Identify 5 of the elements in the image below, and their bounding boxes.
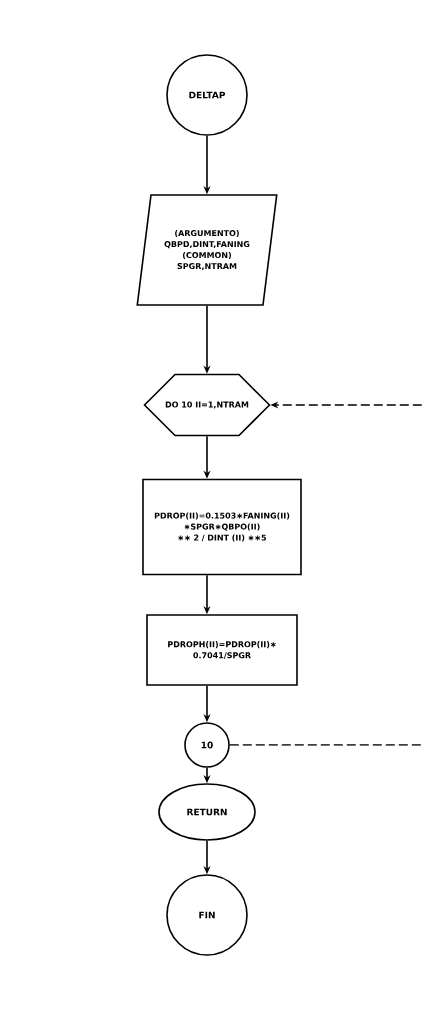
terminal-rounded-box: RETURN [158, 783, 256, 841]
process-box: PDROP(II)=0.1503∗FANING(II) ∗SPGR∗QBPO(II) ∗∗ 2 / DINT (II) ∗∗5 [142, 478, 302, 576]
process-box: PDROPH(II)=PDROP(II)∗ 0.7041/SPGR [146, 614, 298, 686]
loop-hexagon: DO 10 II=1,NTRAM [143, 373, 271, 437]
input-parallelogram: (ARGUMENTO) QBPD,DINT,FANING (COMMON) SPGR,NTRAM [136, 194, 278, 306]
